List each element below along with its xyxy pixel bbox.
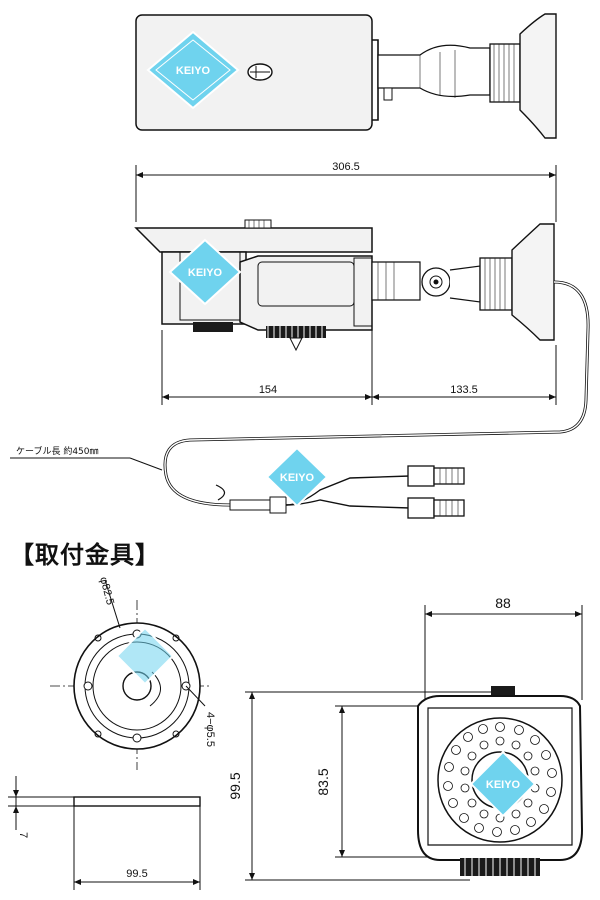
mount-width-label: 99.5 xyxy=(126,868,147,880)
side-view xyxy=(134,219,590,507)
mount-thickness-label: 7 xyxy=(17,832,29,838)
logo-text: KEIYO xyxy=(486,779,521,791)
keiyo-logo: KEIYO xyxy=(146,30,240,110)
body-length-label: 154 xyxy=(259,384,277,396)
logo-text: KEIYO xyxy=(280,472,315,484)
length-dimensions: 154 133.5 xyxy=(161,310,557,405)
front-width-label: 88 xyxy=(495,595,511,611)
cable-connectors xyxy=(215,465,465,519)
mount-holes-label: 4−φ5.5 xyxy=(204,712,216,747)
mount-section-title: 【取付金具】 xyxy=(10,541,160,569)
keiyo-logo: KEIYO xyxy=(469,750,537,818)
front-height-total-label: 99.5 xyxy=(227,772,243,799)
cable-length-callout: ケーブル長 約450㎜ xyxy=(10,445,163,471)
keiyo-logo: KEIYO xyxy=(168,238,242,306)
logo-text: KEIYO xyxy=(188,267,223,279)
mount-plan-view xyxy=(50,579,210,770)
overall-length-label: 306.5 xyxy=(332,161,360,173)
front-view: 88 99.5 83.5 xyxy=(227,595,584,881)
keiyo-logo xyxy=(115,626,175,686)
mount-diameter-label: φ82.5 xyxy=(97,576,116,607)
cable-length-label: ケーブル長 約450㎜ xyxy=(16,445,99,457)
logo-text: KEIYO xyxy=(176,65,211,77)
mount-length-label: 133.5 xyxy=(450,384,478,396)
front-height-body-label: 83.5 xyxy=(315,768,331,795)
overall-length-dimension: 306.5 xyxy=(135,161,557,222)
keiyo-logo: KEIYO xyxy=(265,446,329,508)
mount-side-view: 7 99.5 xyxy=(8,776,201,890)
